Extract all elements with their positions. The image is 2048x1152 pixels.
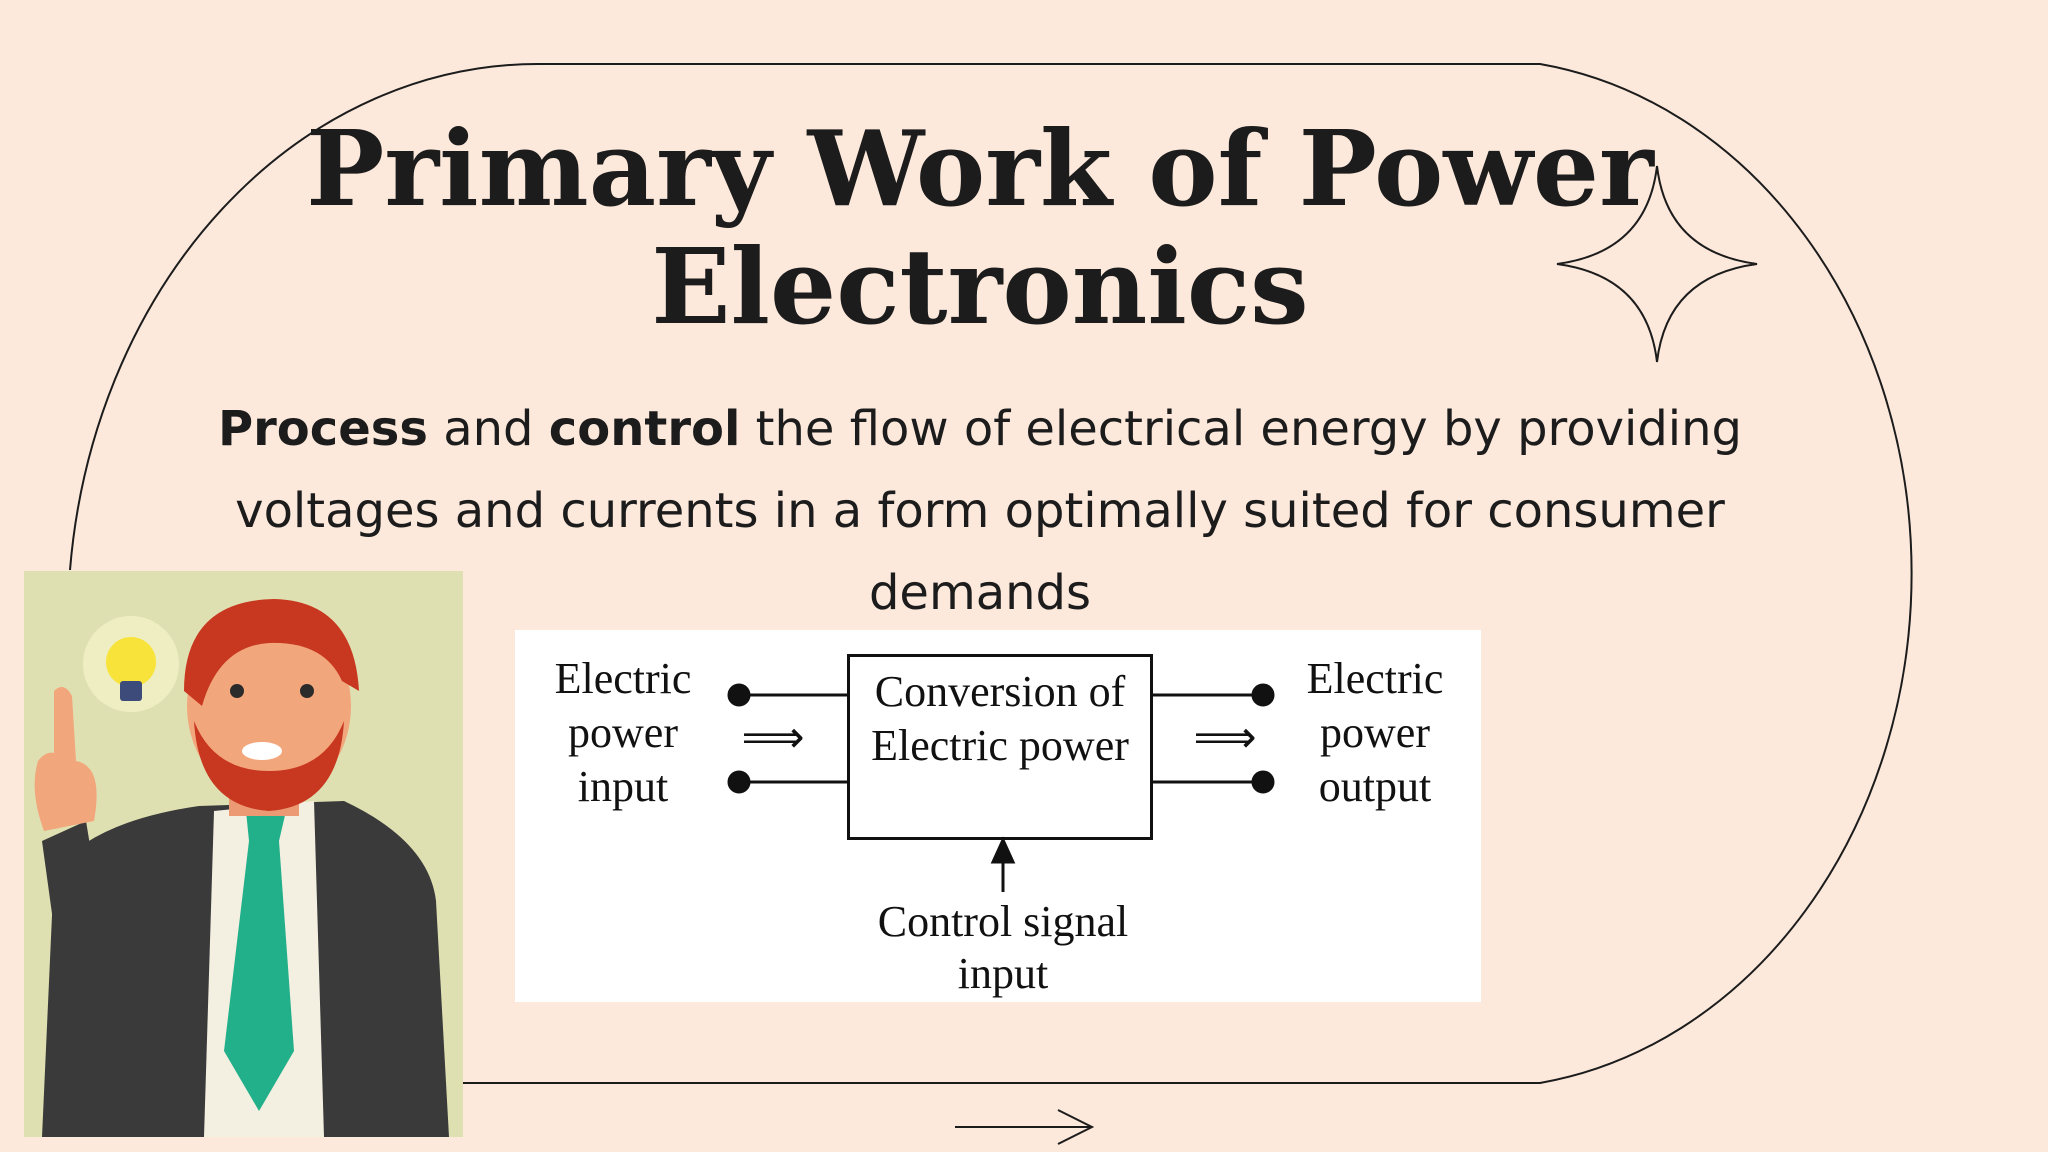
pointing-hand	[34, 687, 97, 831]
output-flow-arrow-icon: ⟹	[1193, 713, 1257, 762]
output-terminal-bottom	[1251, 770, 1275, 794]
output-terminal-top	[1251, 683, 1275, 707]
diagram-output-label: Electric power output	[1306, 654, 1444, 811]
tie	[224, 811, 294, 1111]
diagram-control-label: Control signal input	[877, 897, 1129, 998]
subtitle-text-1: and	[427, 401, 549, 457]
hair	[184, 599, 359, 706]
subtitle-bold-process: Process	[217, 401, 428, 457]
slide-title: Primary Work of Power Electronics	[306, 107, 1654, 348]
diagram-input-label: Electric power input	[554, 654, 692, 811]
conversion-box: Conversion of Electric power	[847, 654, 1153, 840]
subtitle-text-2: the flow of electrical energy by providi…	[235, 401, 1743, 621]
input-terminal-bottom	[727, 770, 751, 794]
lightbulb-icon	[83, 616, 179, 712]
slide-subtitle: Process and control the flow of electric…	[130, 388, 1830, 634]
diagram-box-label: Conversion of Electric power	[871, 667, 1129, 770]
input-terminal-top	[727, 683, 751, 707]
raised-arm	[42, 821, 114, 1001]
arrow-right-icon	[955, 1109, 1095, 1145]
sparkle-star-icon	[1556, 165, 1758, 363]
subtitle-bold-control: control	[548, 401, 741, 457]
rounded-frame-outline	[69, 62, 1913, 1084]
thinking-man-illustration	[24, 571, 463, 1137]
power-conversion-diagram: Electric power input ⟹ Conversion of Ele…	[515, 630, 1481, 1002]
input-flow-arrow-icon: ⟹	[741, 713, 805, 762]
control-arrow-head	[990, 836, 1016, 864]
beard	[194, 721, 344, 811]
